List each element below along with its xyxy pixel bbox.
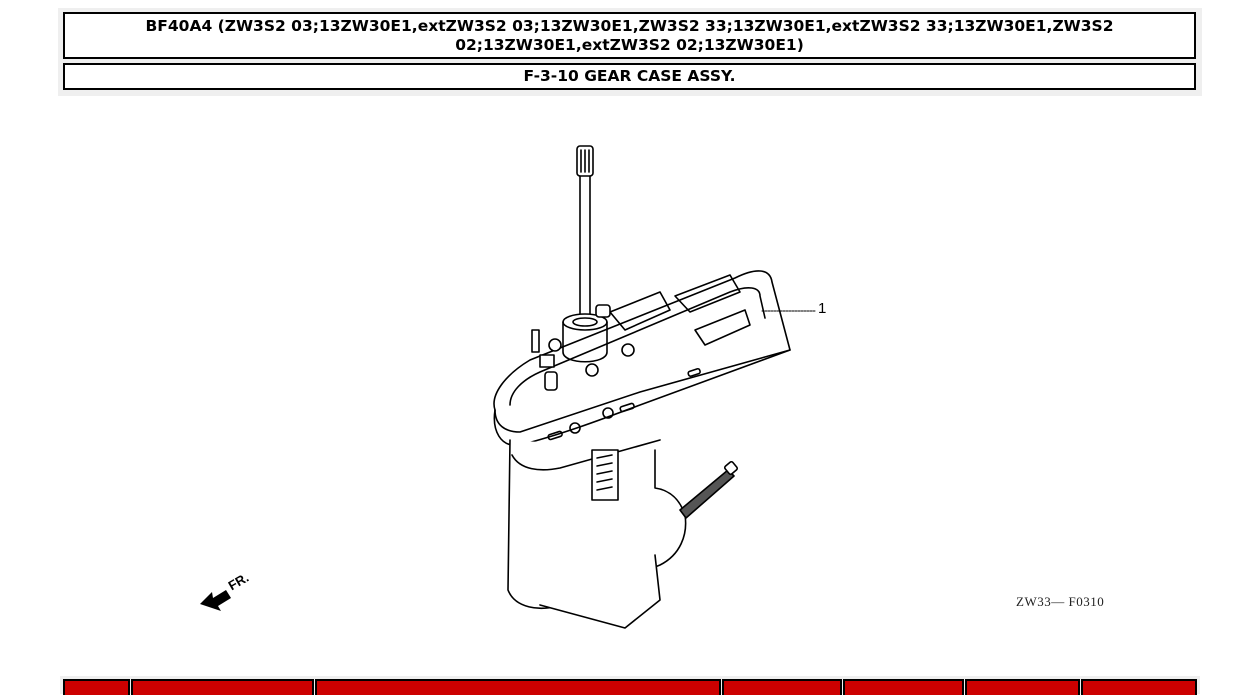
drive-shaft-icon bbox=[576, 145, 594, 319]
parts-col-5 bbox=[843, 679, 964, 695]
parts-col-2 bbox=[131, 679, 314, 695]
gear-case-illustration bbox=[200, 145, 816, 629]
section-title: F-3-10 GEAR CASE ASSY. bbox=[63, 63, 1196, 90]
front-arrow-icon bbox=[200, 590, 231, 611]
parts-diagram: 1 FR. ZW33— F0310 bbox=[0, 100, 1260, 660]
model-title: BF40A4 (ZW3S2 03;13ZW30E1,extZW3S2 03;13… bbox=[63, 12, 1196, 59]
parts-col-6 bbox=[965, 679, 1080, 695]
figure-code: ZW33— F0310 bbox=[1016, 594, 1105, 609]
parts-col-4 bbox=[722, 679, 842, 695]
callout-1[interactable]: 1 bbox=[818, 300, 827, 317]
parts-col-1 bbox=[63, 679, 130, 695]
parts-col-7 bbox=[1081, 679, 1197, 695]
gear-case-housing-icon bbox=[493, 270, 791, 446]
lower-unit-icon bbox=[507, 439, 739, 629]
parts-col-3 bbox=[315, 679, 721, 695]
